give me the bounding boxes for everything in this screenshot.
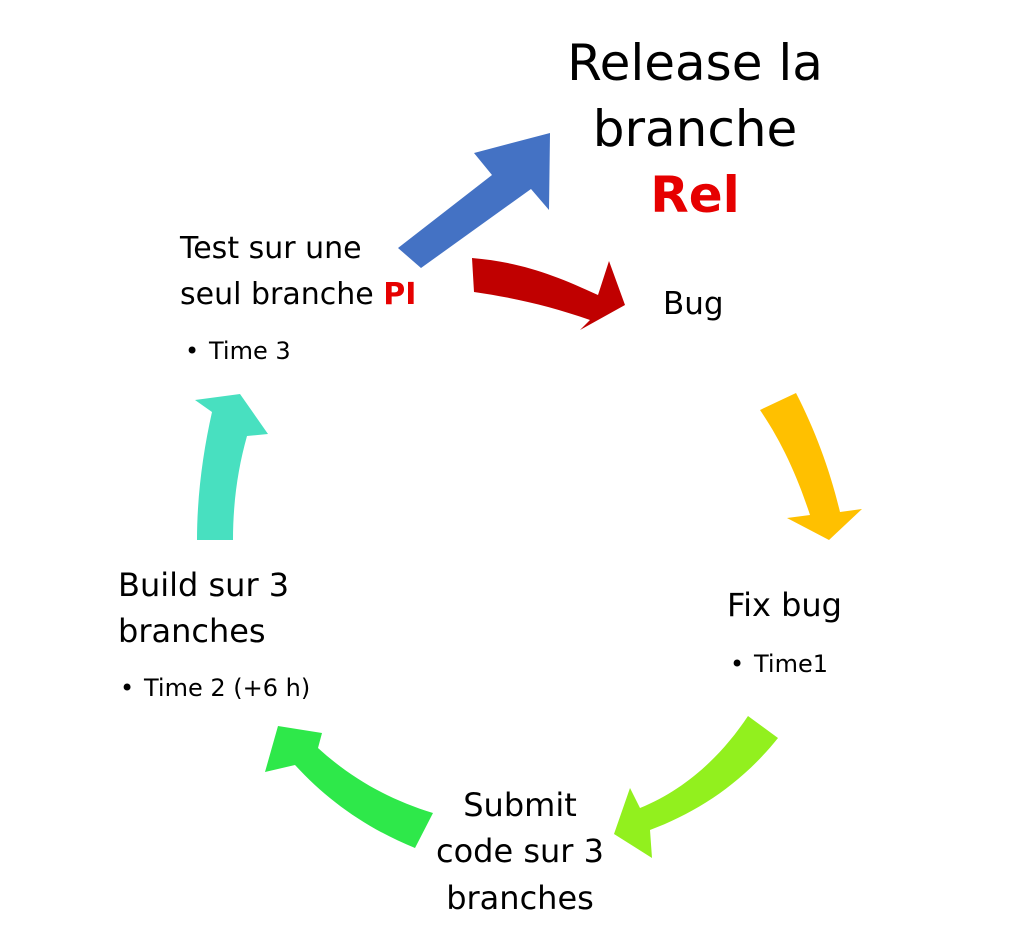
test-to-bug-arrow	[472, 258, 625, 330]
fix-time-text: Time1	[754, 650, 829, 678]
release-line-2: branche	[592, 100, 798, 158]
test-line-2: seul branche PI	[180, 272, 416, 318]
submit-line-2: code sur 3	[436, 832, 604, 871]
bug-to-fix-arrow	[760, 393, 862, 540]
bullet-dot-icon: •	[120, 674, 135, 702]
test-time-text: Time 3	[209, 337, 291, 365]
build-step-label: Build sur 3 branches	[118, 563, 289, 655]
submit-to-build-arrow	[265, 726, 433, 848]
build-line-2: branches	[118, 611, 266, 650]
submit-line-1: Submit	[463, 786, 577, 824]
submit-line-3: branches	[446, 878, 594, 917]
fix-to-submit-arrow	[614, 716, 778, 858]
bullet-dot-icon: •	[730, 650, 745, 678]
fix-step-label: Fix bug	[727, 586, 842, 624]
build-line-1: Build sur 3	[118, 566, 290, 604]
release-branch-label: Release la branche Rel	[540, 30, 850, 228]
bullet-dot-icon: •	[185, 337, 200, 365]
test-line-2-text: seul branche	[180, 276, 384, 312]
build-to-test-arrow	[195, 394, 268, 540]
fix-time-bullet: • Time1	[730, 650, 828, 678]
release-arrow	[398, 133, 550, 268]
test-step-label: Test sur une seul branche PI	[180, 226, 416, 317]
build-time-text: Time 2 (+6 h)	[144, 674, 311, 702]
bug-step-label: Bug	[663, 286, 724, 322]
submit-step-label: Submit code sur 3 branches	[420, 782, 620, 921]
test-time-bullet: • Time 3	[185, 337, 291, 365]
test-line-1: Test sur une	[180, 231, 362, 266]
test-branch-name: PI	[383, 276, 417, 312]
release-line-1: Release la	[567, 34, 823, 92]
build-time-bullet: • Time 2 (+6 h)	[120, 674, 310, 702]
release-branch-name: Rel	[650, 166, 740, 224]
